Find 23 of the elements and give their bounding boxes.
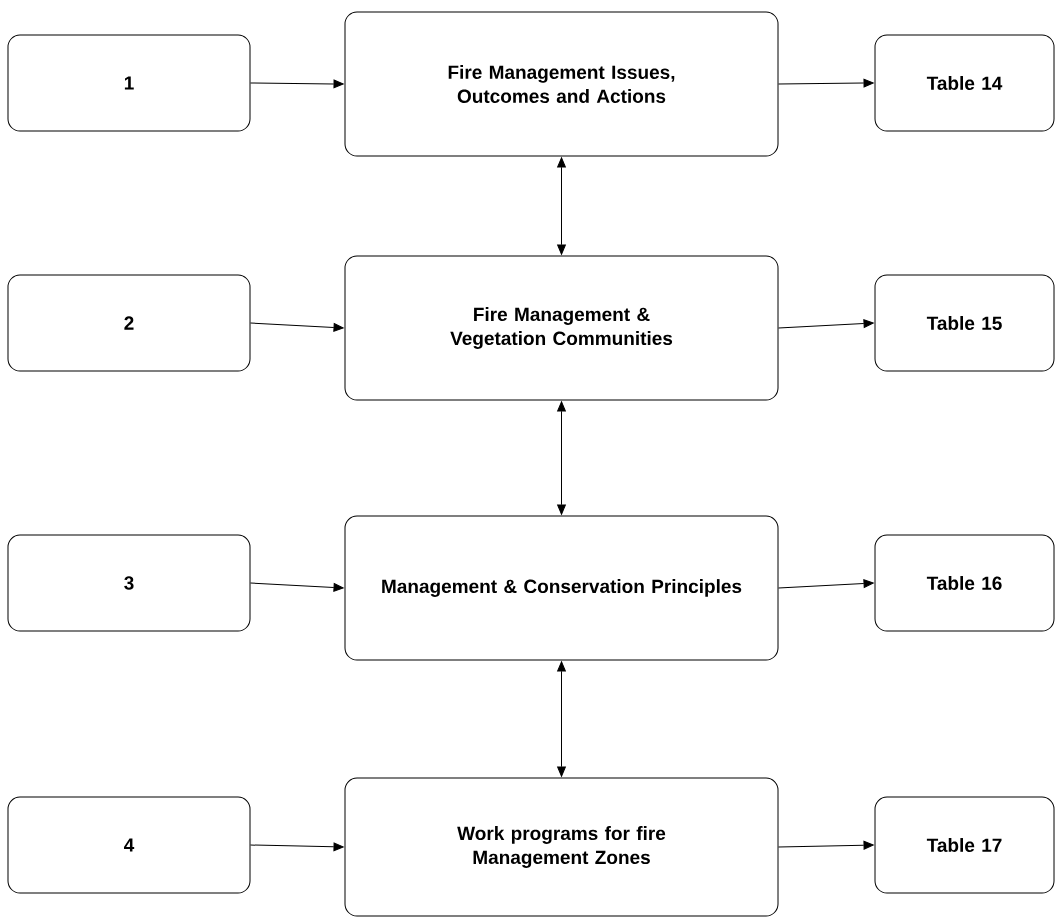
process-box: Management & Conservation Principles <box>344 515 779 661</box>
arrow <box>778 319 874 329</box>
arrow <box>250 582 344 592</box>
table-box: Table 14 <box>874 34 1055 132</box>
arrow <box>557 661 566 777</box>
arrow <box>557 157 566 255</box>
small-box: 1 <box>7 34 251 132</box>
arrow <box>250 79 344 89</box>
small-box: 4 <box>7 796 251 894</box>
small-box: 3 <box>7 534 251 632</box>
small-box: 2 <box>7 274 251 372</box>
arrow <box>250 842 344 852</box>
table-box: Table 15 <box>874 274 1055 372</box>
table-box: Table 16 <box>874 534 1055 632</box>
arrow <box>778 579 874 589</box>
arrow <box>557 401 566 515</box>
arrow <box>250 322 344 332</box>
process-box: Work programs for fire Management Zones <box>344 777 779 917</box>
arrow <box>778 78 874 88</box>
arrow <box>778 840 874 850</box>
process-box: Fire Management Issues, Outcomes and Actions <box>344 11 779 157</box>
table-box: Table 17 <box>874 796 1055 894</box>
process-box: Fire Management & Vegetation Communities <box>344 255 779 401</box>
